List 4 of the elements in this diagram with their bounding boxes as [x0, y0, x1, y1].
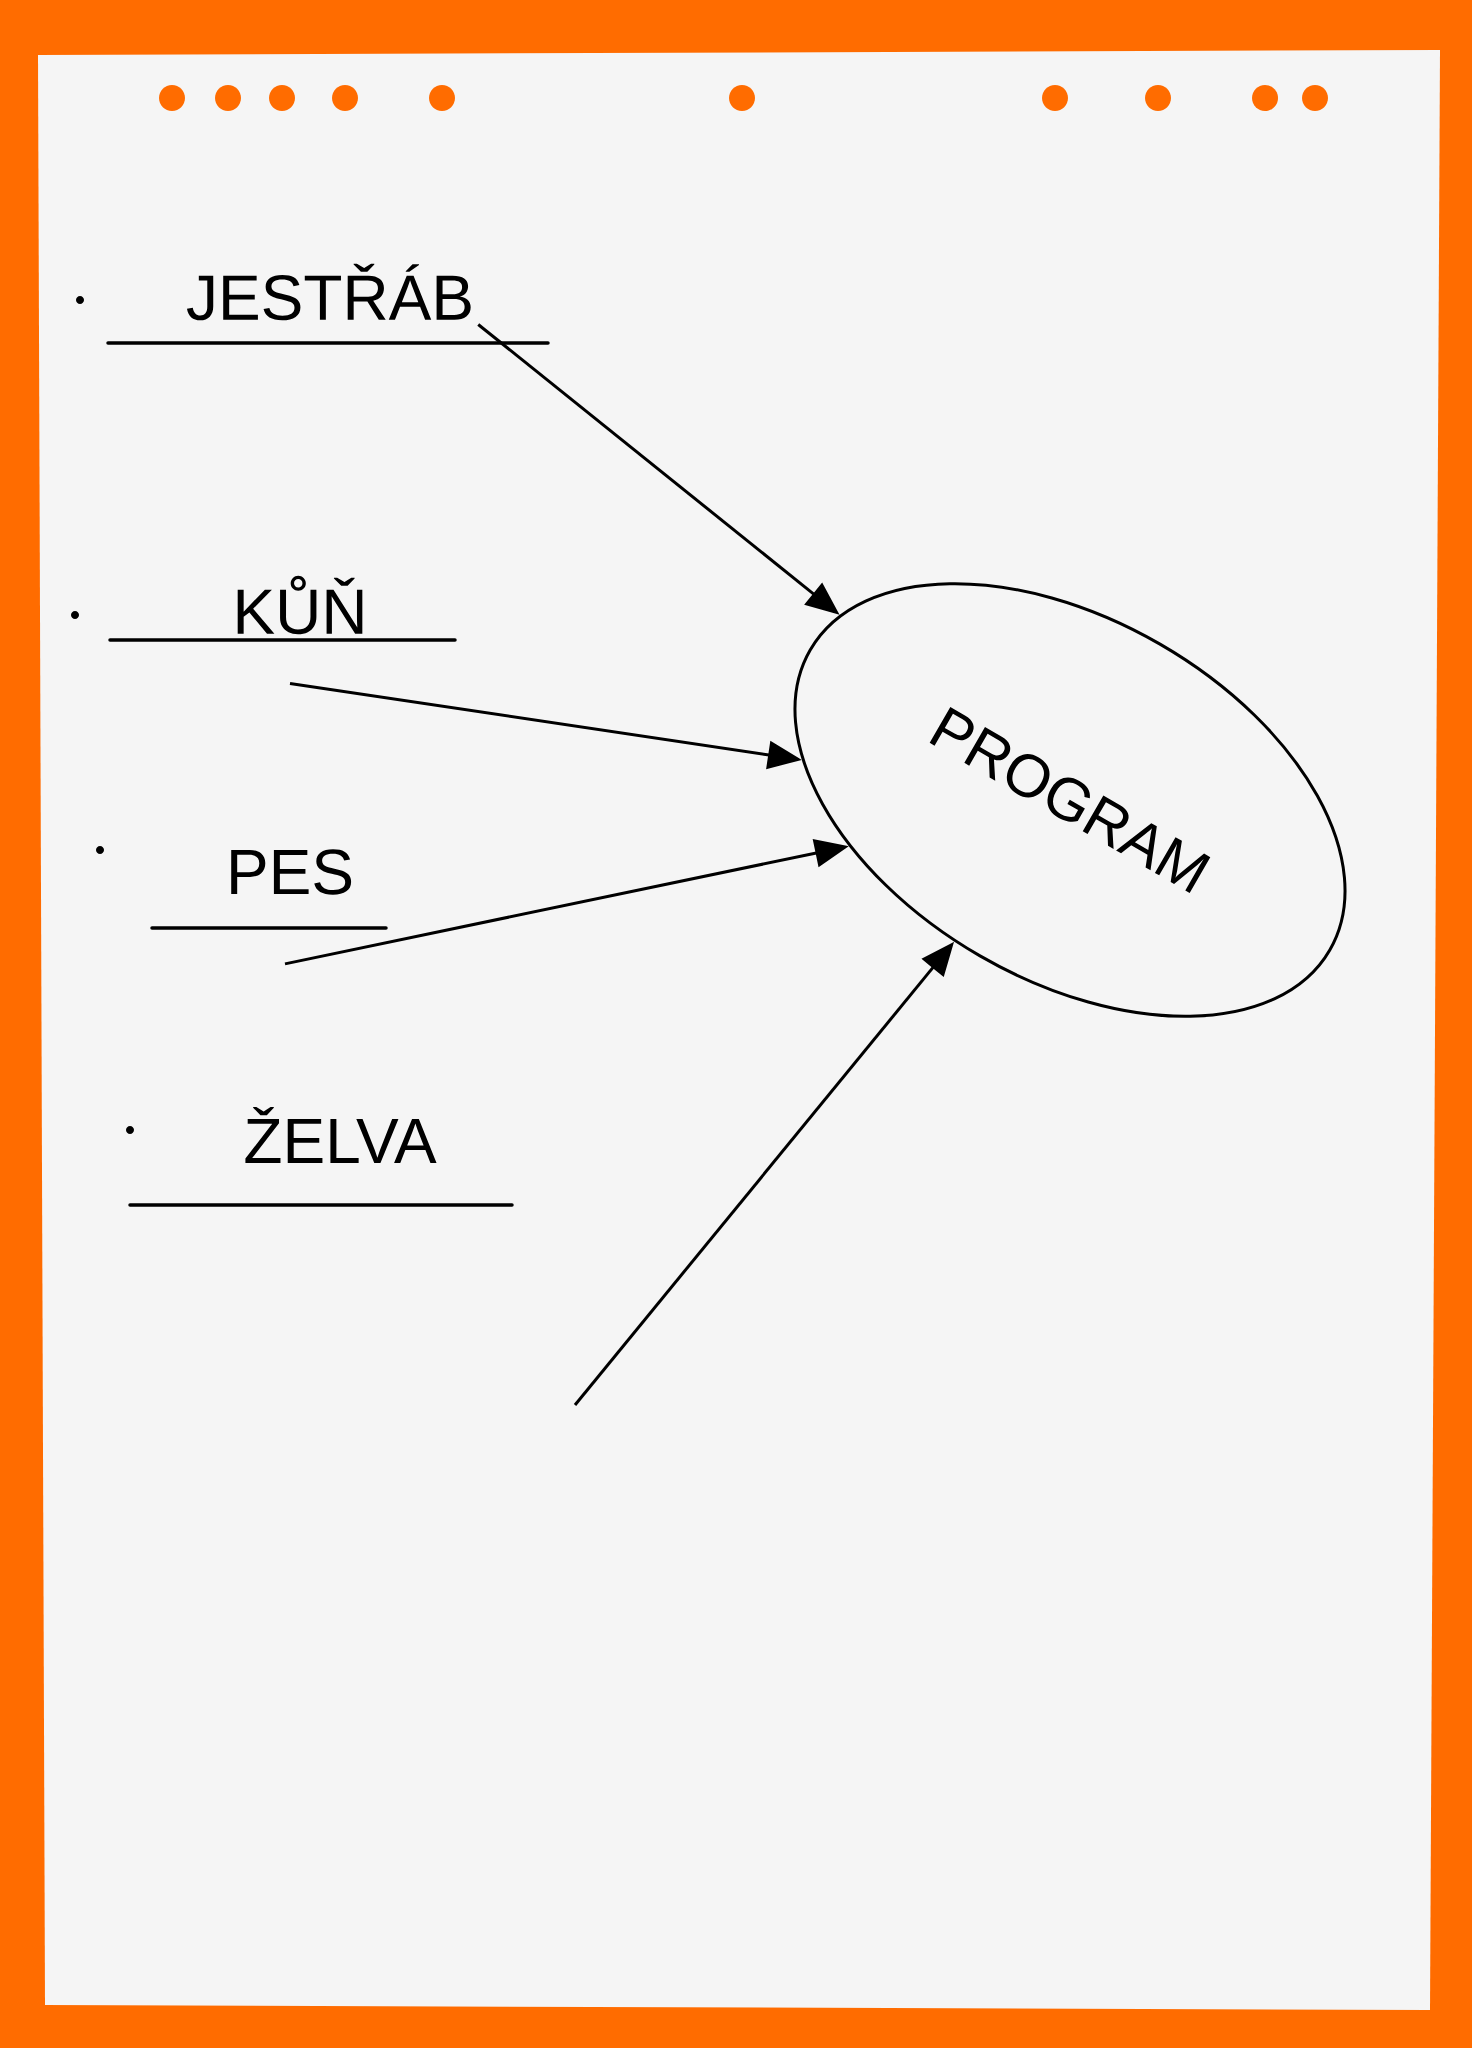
underlined-word: JESTŘÁB — [106, 263, 550, 345]
underlined-word: ŽELVA — [128, 1107, 514, 1207]
underlined-word: PES — [150, 849, 388, 930]
underlined-word: KŮŇ — [108, 575, 457, 642]
